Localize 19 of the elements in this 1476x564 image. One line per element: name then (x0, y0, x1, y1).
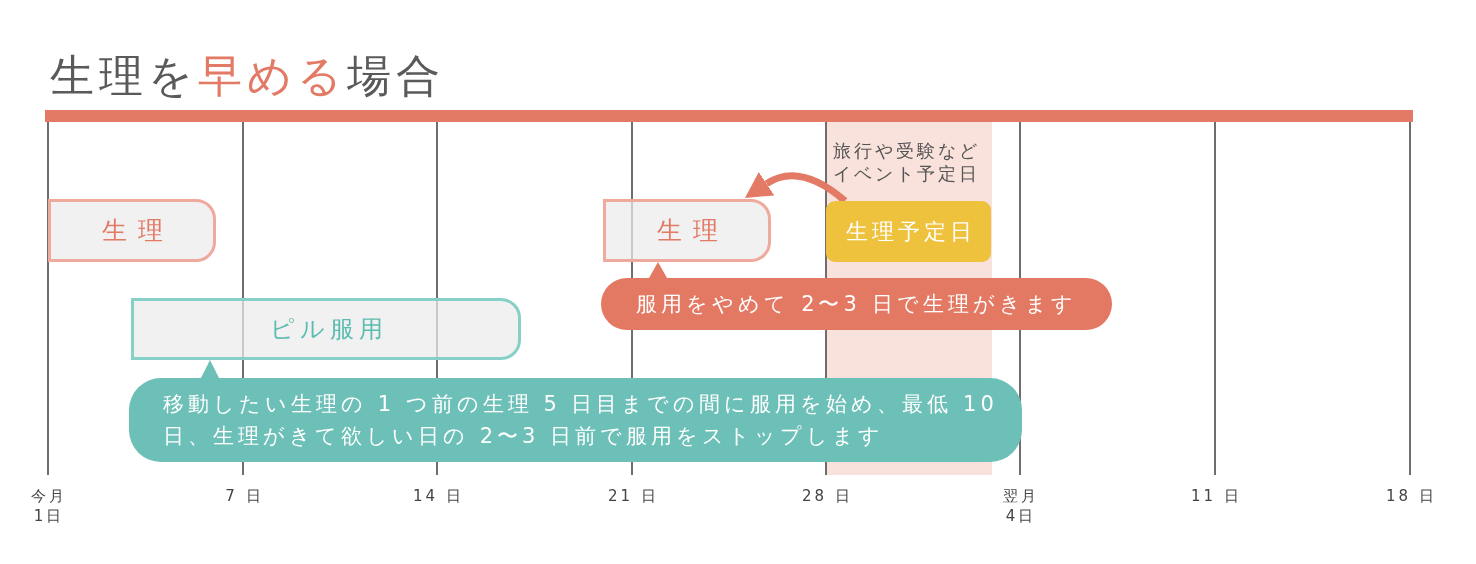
axis-label: 21 日 (607, 486, 659, 506)
diagram-title: 生理を早める場合 (50, 54, 445, 98)
due-date-box: 生理予定日 (826, 201, 991, 262)
pill-bar: ピル服用 (131, 298, 521, 360)
axis-label: 11 日 (1190, 486, 1242, 506)
period-bar: 生理 (48, 199, 216, 262)
axis-label: 翌月4日 (1002, 486, 1040, 526)
curved-arrow (744, 171, 848, 204)
axis-label: 18 日 (1385, 486, 1437, 506)
axis-label: 7 日 (224, 486, 264, 506)
bubble-text: 移動したい生理の 1 つ前の生理 5 日目までの間に服用を始め、最低 10 日、生理がきて欲しい日の 2〜3 日前で服用をストップします (163, 391, 999, 450)
axis-label: 14 日 (412, 486, 464, 506)
axis-label: 28 日 (801, 486, 853, 506)
period-bar: 生理 (603, 199, 771, 262)
axis-label: 今月1日 (30, 486, 68, 526)
bubble-text: 服用をやめて 2〜3 日で生理がきます (636, 291, 1077, 318)
speech-bubble (129, 360, 1022, 462)
event-note: 旅行や受験などイベント予定日 (833, 139, 981, 185)
speech-bubble (601, 262, 1112, 330)
